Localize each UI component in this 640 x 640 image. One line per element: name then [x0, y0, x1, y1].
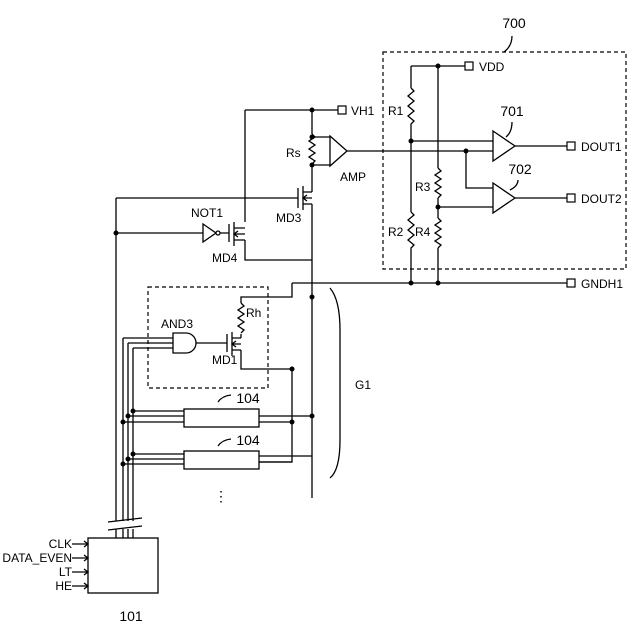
amp-triangle: [330, 136, 347, 166]
md4-body-arrow: [234, 231, 245, 237]
vdd-terminal: [465, 62, 473, 70]
lt-label: LT: [59, 565, 73, 579]
gnd-node-r2: [409, 281, 414, 286]
and3-label: AND3: [161, 317, 193, 331]
bus-node-a1: [131, 409, 136, 414]
r1-resistor: [408, 88, 414, 128]
block-104b: [184, 451, 259, 469]
md4-label: MD4: [212, 251, 238, 265]
bus-node-a2: [126, 414, 131, 419]
comparator-702: [493, 183, 515, 213]
amp-label: AMP: [340, 170, 366, 184]
md1-channel: [232, 332, 292, 369]
and3-inputs: [123, 338, 173, 348]
bus-node-b1: [131, 452, 136, 457]
vh1-terminal: [338, 106, 346, 114]
md3-channel: [303, 186, 312, 214]
block-104b-right-wires: [259, 456, 312, 462]
not1-label: NOT1: [191, 206, 223, 220]
block-104b-label: 104: [236, 432, 260, 448]
clk-label: CLK: [49, 537, 72, 551]
r4-resistor: [435, 218, 441, 248]
he-label: HE: [55, 579, 72, 593]
block-104b-label-leader: [218, 439, 231, 446]
r1-label: R1: [388, 104, 404, 118]
dout2-label: DOUT2: [581, 192, 622, 206]
data-even-label: DATA_EVEN: [2, 551, 72, 565]
clk-input-line: [72, 541, 88, 547]
rs-label: Rs: [286, 146, 301, 160]
bus-node-a3: [121, 420, 126, 425]
ellipsis-more-blocks: ⋮: [214, 488, 228, 504]
md1-return-node: [290, 367, 295, 372]
md1-label: MD1: [212, 353, 238, 367]
block-104a-label-leader: [218, 395, 231, 402]
r4-label: R4: [415, 225, 431, 239]
block-700-label: 700: [502, 15, 526, 31]
r3-resistor: [435, 168, 441, 198]
md4-channel: [234, 222, 312, 260]
vh1-label: VH1: [351, 104, 375, 118]
not1-triangle: [203, 224, 216, 242]
rh-resistor: [238, 303, 244, 333]
data-even-input-line: [72, 555, 88, 561]
comparator-701-leader: [506, 122, 512, 137]
dout1-label: DOUT1: [581, 140, 622, 154]
comparator-702-leader: [510, 180, 518, 190]
block-104a: [184, 409, 259, 427]
md3-body-arrow: [303, 195, 312, 201]
md4-gate: [220, 224, 229, 242]
block-700-leader: [504, 36, 512, 52]
md3-gate: [116, 188, 298, 208]
r2-label: R2: [388, 225, 404, 239]
block-104a-label: 104: [236, 390, 260, 406]
lt-input-line: [72, 569, 88, 575]
r2-resistor: [408, 212, 414, 250]
md3-label: MD3: [276, 211, 302, 225]
gndh1-terminal: [567, 279, 575, 287]
block-104a-right-wires: [259, 416, 312, 422]
comparator-702-label: 702: [508, 161, 532, 177]
r3-label: R3: [415, 180, 431, 194]
gnd-node-r4: [436, 281, 441, 286]
bus-node-b2: [126, 457, 131, 462]
dout1-terminal: [567, 142, 575, 150]
not1-bubble: [216, 231, 220, 235]
comparator-701-label: 701: [500, 103, 524, 119]
rail-node-gnd: [310, 295, 315, 300]
g1-label: G1: [355, 378, 371, 392]
sense-to-702-wire: [466, 151, 493, 188]
md1-body-arrow: [232, 341, 241, 347]
gndh1-label: GNDH1: [581, 277, 623, 291]
bus-break-marks: [108, 518, 142, 530]
g1-brace: [330, 288, 340, 478]
dout2-terminal: [567, 194, 575, 202]
amp-output-node: [464, 149, 469, 154]
he-input-line: [72, 583, 88, 589]
and3-output-wire: [196, 334, 227, 352]
block-101-label: 101: [119, 608, 143, 624]
block-101: [88, 538, 158, 593]
rh-label: Rh: [246, 306, 261, 320]
bus-node-b3: [121, 462, 126, 467]
comparator-701: [493, 131, 515, 161]
and3-gate: [173, 333, 196, 353]
vdd-label: VDD: [479, 60, 505, 74]
